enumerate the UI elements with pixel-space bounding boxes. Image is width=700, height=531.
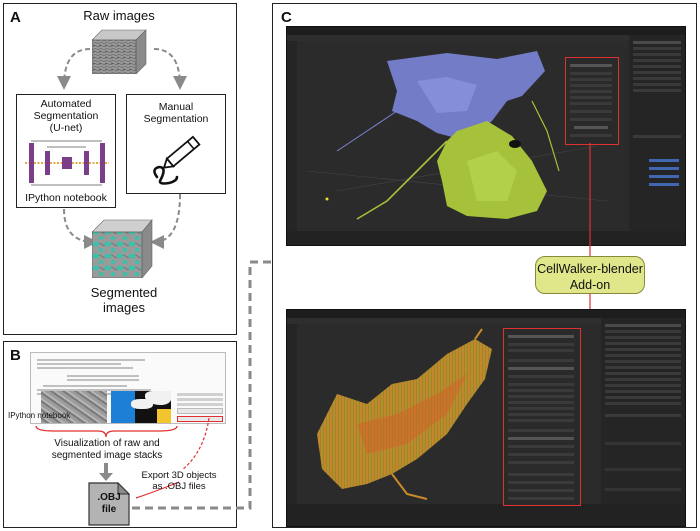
panel-a-label: A bbox=[10, 9, 21, 26]
export-label: Export 3D objects as .OBJ files bbox=[141, 470, 217, 492]
manual-segmentation-box: Manual Segmentation bbox=[126, 94, 226, 194]
cellwalker-addon-callout: CellWalker-blender Add-on bbox=[535, 256, 645, 294]
notebook-widget-panel bbox=[177, 391, 223, 422]
outliner-panel-bottom bbox=[601, 318, 685, 504]
raw-em-image bbox=[41, 391, 107, 423]
cellwalker-panel-highlight-bottom bbox=[503, 328, 581, 506]
blender-screenshot-bottom bbox=[286, 309, 686, 527]
manual-segmentation-label: Manual Segmentation bbox=[143, 101, 209, 126]
panel-b-label: B bbox=[10, 347, 21, 364]
segmented-images-label: Segmented images bbox=[90, 285, 158, 315]
visualization-label: Visualization of raw and segmented image… bbox=[51, 438, 163, 461]
ipython-notebook-label-b: IPython notebook bbox=[8, 411, 71, 420]
obj-file-icon bbox=[88, 482, 130, 526]
outliner-panel-top bbox=[629, 35, 685, 231]
notebook-screenshot bbox=[30, 352, 226, 424]
pen-drawing-icon bbox=[153, 135, 201, 185]
segmented-image-stack bbox=[92, 219, 153, 278]
raw-image-stack bbox=[92, 29, 147, 74]
automated-segmentation-label: Automated Segmentation (U-net) bbox=[33, 98, 99, 135]
blender-screenshot-top bbox=[286, 26, 686, 246]
automated-segmentation-box: Automated Segmentation (U-net) IPython n… bbox=[16, 94, 116, 208]
raw-to-segmentation-arrows bbox=[57, 48, 187, 249]
panel-b: B IPython notebook bbox=[3, 341, 237, 528]
segmented-mask-image bbox=[111, 391, 171, 423]
obj-file-label: .OBJ file bbox=[97, 492, 121, 515]
unet-diagram-icon bbox=[25, 140, 109, 186]
to-obj-arrow bbox=[99, 463, 113, 481]
cellwalker-panel-highlight-top bbox=[565, 57, 619, 145]
panel-c: C bbox=[272, 3, 697, 528]
panel-c-label: C bbox=[281, 9, 292, 26]
raw-images-title: Raw images bbox=[83, 8, 155, 23]
panel-a: A Raw images Automated Segmentation (U-n… bbox=[3, 3, 237, 335]
cellwalker-addon-label: CellWalker-blender Add-on bbox=[537, 262, 643, 292]
ipython-notebook-label-a: IPython notebook bbox=[25, 192, 107, 204]
export-connector bbox=[135, 417, 210, 499]
3d-viewport-bottom bbox=[317, 328, 492, 500]
visualization-brace bbox=[35, 425, 178, 438]
